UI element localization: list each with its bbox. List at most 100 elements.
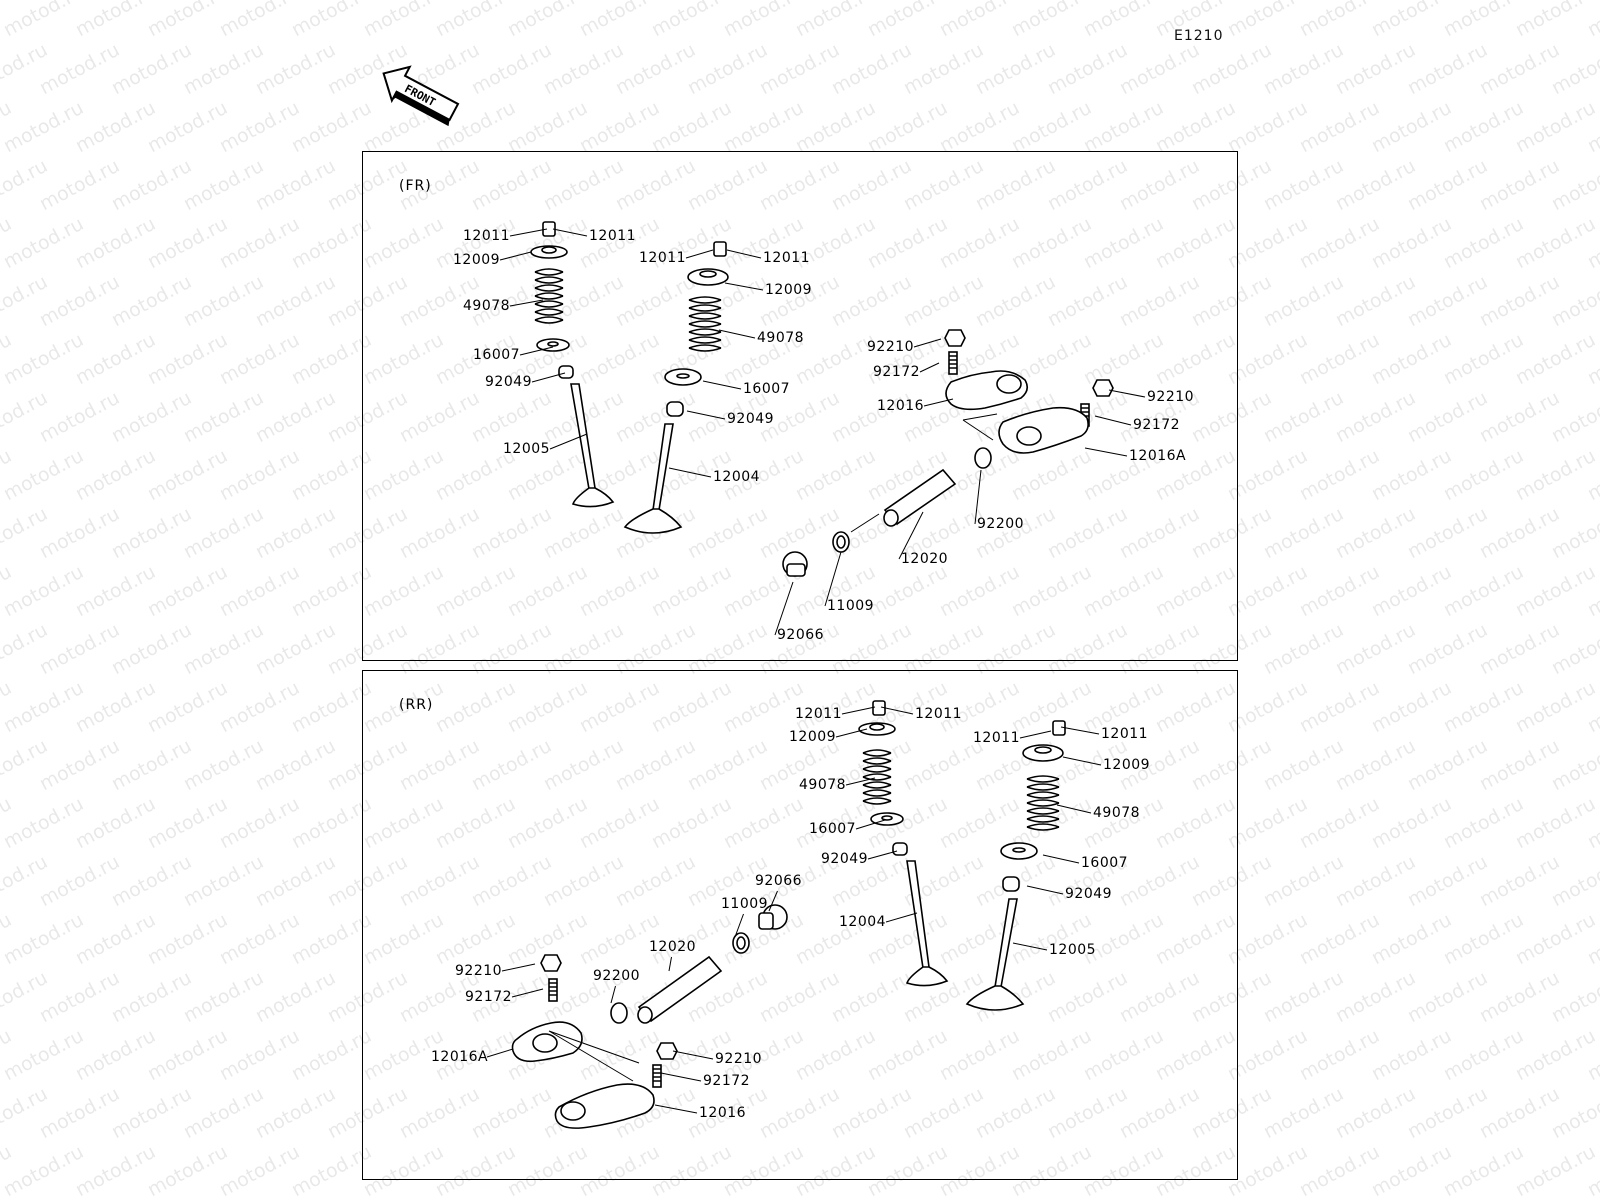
watermark-text: motod.ru: [1367, 1024, 1456, 1086]
watermark-text: motod.ru: [0, 850, 52, 912]
panel-label-rr: (RR): [399, 697, 434, 713]
valve-spring-icon: [534, 268, 564, 324]
watermark-text: motod.ru: [0, 96, 16, 158]
part-number-label: 12009: [789, 729, 837, 745]
watermark-text: motod.ru: [179, 966, 268, 1028]
watermark-text: motod.ru: [1547, 734, 1600, 796]
leader-line: [685, 249, 714, 259]
watermark-text: motod.ru: [0, 270, 52, 332]
watermark-text: motod.ru: [179, 618, 268, 680]
watermark-text: motod.ru: [143, 1140, 232, 1200]
leader-line: [923, 398, 954, 407]
spring-retainer-icon: [1022, 744, 1064, 762]
watermark-text: motod.ru: [1367, 212, 1456, 274]
exhaust-valve-icon: [965, 898, 1025, 1011]
spring-retainer-icon: [687, 268, 729, 286]
watermark-text: motod.ru: [287, 0, 376, 42]
valve-cotter-icon: [1052, 720, 1066, 736]
leader-line: [672, 1050, 714, 1060]
watermark-text: motod.ru: [1511, 96, 1600, 158]
watermark-text: motod.ru: [1367, 676, 1456, 738]
watermark-text: motod.ru: [1583, 212, 1600, 274]
watermark-text: motod.ru: [0, 560, 88, 622]
watermark-text: motod.ru: [143, 560, 232, 622]
watermark-text: motod.ru: [35, 734, 124, 796]
watermark-text: motod.ru: [0, 502, 52, 564]
watermark-text: motod.ru: [35, 154, 124, 216]
watermark-text: motod.ru: [863, 96, 952, 158]
leader-line: [885, 912, 918, 923]
watermark-text: motod.ru: [0, 1024, 16, 1086]
watermark-text: motod.ru: [1583, 0, 1600, 42]
watermark-text: motod.ru: [71, 0, 160, 42]
part-number-label: 12011: [915, 706, 963, 722]
watermark-text: motod.ru: [1259, 966, 1348, 1028]
watermark-text: motod.ru: [1223, 0, 1312, 42]
watermark-text: motod.ru: [1547, 270, 1600, 332]
watermark-text: motod.ru: [1295, 908, 1384, 970]
part-number-label: 92210: [867, 339, 915, 355]
watermark-text: motod.ru: [143, 908, 232, 970]
part-number-label: 12009: [1103, 757, 1151, 773]
watermark-text: motod.ru: [1331, 966, 1420, 1028]
part-number-label: 12005: [503, 441, 551, 457]
watermark-text: motod.ru: [143, 444, 232, 506]
leader-line: [718, 329, 756, 339]
watermark-text: motod.ru: [1583, 908, 1600, 970]
watermark-text: motod.ru: [1511, 0, 1600, 42]
watermark-text: motod.ru: [107, 850, 196, 912]
watermark-text: motod.ru: [0, 966, 52, 1028]
watermark-text: motod.ru: [1511, 1024, 1600, 1086]
watermark-text: motod.ru: [251, 850, 340, 912]
watermark-text: motod.ru: [1079, 0, 1168, 42]
watermark-text: motod.ru: [0, 792, 16, 854]
watermark-text: motod.ru: [215, 444, 304, 506]
watermark-text: motod.ru: [71, 212, 160, 274]
watermark-text: motod.ru: [107, 502, 196, 564]
leader-line: [660, 1072, 702, 1082]
watermark-text: motod.ru: [1259, 270, 1348, 332]
part-number-label: 16007: [473, 347, 521, 363]
watermark-text: motod.ru: [935, 96, 1024, 158]
watermark-text: motod.ru: [1511, 212, 1600, 274]
leader-line: [734, 913, 744, 938]
watermark-text: motod.ru: [647, 96, 736, 158]
part-number-label: 16007: [1081, 855, 1129, 871]
intake-valve-icon: [905, 860, 949, 987]
watermark-text: motod.ru: [791, 0, 880, 42]
leader-line: [486, 1048, 514, 1058]
part-number-label: 11009: [721, 896, 769, 912]
leader-line: [841, 706, 876, 715]
watermark-text: motod.ru: [971, 38, 1060, 100]
watermark-text: motod.ru: [1439, 1140, 1528, 1200]
watermark-text: motod.ru: [1439, 908, 1528, 970]
part-number-label: 92210: [1147, 389, 1195, 405]
watermark-text: motod.ru: [0, 908, 16, 970]
watermark-text: motod.ru: [1439, 676, 1528, 738]
watermark-text: motod.ru: [35, 1082, 124, 1144]
leader-line: [686, 410, 726, 420]
watermark-text: motod.ru: [1259, 850, 1348, 912]
watermark-text: motod.ru: [1403, 386, 1492, 448]
washer-icon: [732, 932, 750, 954]
watermark-text: motod.ru: [143, 676, 232, 738]
watermark-text: motod.ru: [0, 676, 16, 738]
leader-line: [880, 706, 914, 715]
front-parts-drawing: [499, 221, 1146, 636]
watermark-text: motod.ru: [179, 270, 268, 332]
washer-icon: [832, 531, 850, 553]
watermark-text: motod.ru: [719, 96, 808, 158]
leader-line: [654, 1104, 698, 1114]
watermark-text: motod.ru: [1547, 154, 1600, 216]
part-number-label: 11009: [827, 598, 875, 614]
rear-parts-drawing: [486, 700, 1102, 1129]
watermark-text: motod.ru: [1259, 618, 1348, 680]
adjusting-screw-icon: [548, 978, 558, 1002]
watermark-text: motod.ru: [215, 908, 304, 970]
watermark-text: motod.ru: [827, 38, 916, 100]
part-number-label: 12016: [877, 398, 925, 414]
part-number-label: 49078: [757, 330, 805, 346]
front-cylinder-panel: (FR): [362, 151, 1238, 661]
watermark-text: motod.ru: [1007, 0, 1096, 42]
watermark-text: motod.ru: [1115, 38, 1204, 100]
